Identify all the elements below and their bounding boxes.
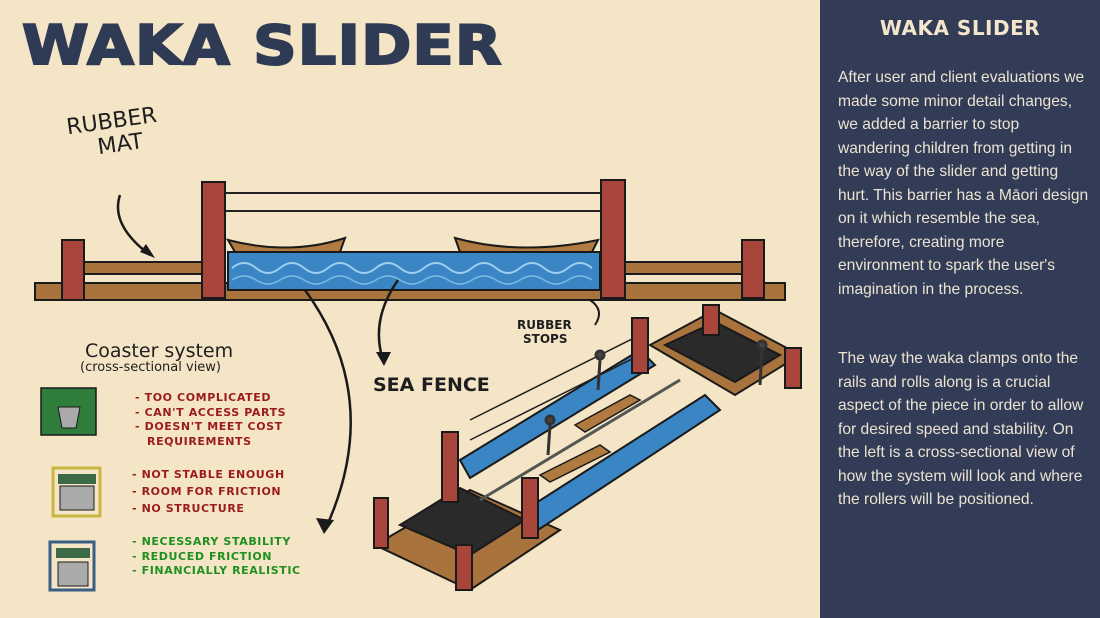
cross-section-icons	[40, 387, 102, 592]
cross-section-option-2	[51, 466, 102, 518]
note: - ROOM FOR FRICTION	[132, 485, 282, 498]
sea-fence-label: SEA FENCE	[373, 374, 490, 396]
note: - NOT STABLE ENOUGH	[132, 468, 285, 481]
isometric-view	[372, 304, 803, 592]
note: - REDUCED FRICTION	[132, 549, 273, 563]
note: - TOO COMPLICATED	[135, 391, 272, 404]
panel-heading: WAKA SLIDER	[879, 16, 1041, 40]
figures	[544, 339, 768, 456]
note: REQUIREMENTS	[147, 434, 252, 448]
note: - NO STRUCTURE	[132, 502, 245, 515]
elevation-view	[34, 179, 786, 534]
option-3-notes: - NECESSARY STABILITY - REDUCED FRICTION…	[132, 535, 301, 579]
panel-paragraph-2: The way the waka clamps onto the rails a…	[838, 350, 1084, 508]
panel-paragraph-1: After user and client evaluations we mad…	[838, 69, 1089, 298]
option-1-notes: - TOO COMPLICATED - CAN'T ACCESS PARTS -…	[135, 391, 286, 449]
note: - FINANCIALLY REALISTIC	[132, 564, 301, 577]
note: - CAN'T ACCESS PARTS	[135, 405, 287, 419]
description-panel: WAKA SLIDER After user and client evalua…	[820, 0, 1100, 618]
page-title: WAKA SLIDER	[21, 13, 503, 78]
coaster-subtitle: (cross-sectional view)	[80, 360, 222, 375]
option-2-notes: - NOT STABLE ENOUGH - ROOM FOR FRICTION …	[132, 466, 285, 517]
rubber-stops-label-line1: RUBBER	[517, 318, 572, 332]
rubber-stops-label-line2: STOPS	[523, 332, 568, 346]
rubber-stops-label: RUBBER STOPS	[517, 318, 572, 346]
note: - DOESN'T MEET COST	[135, 420, 283, 433]
waka-slider-illustration	[34, 179, 803, 592]
coaster-title: Coaster system	[85, 340, 234, 362]
cross-section-option-3	[48, 540, 96, 592]
note: - NECESSARY STABILITY	[132, 535, 291, 548]
